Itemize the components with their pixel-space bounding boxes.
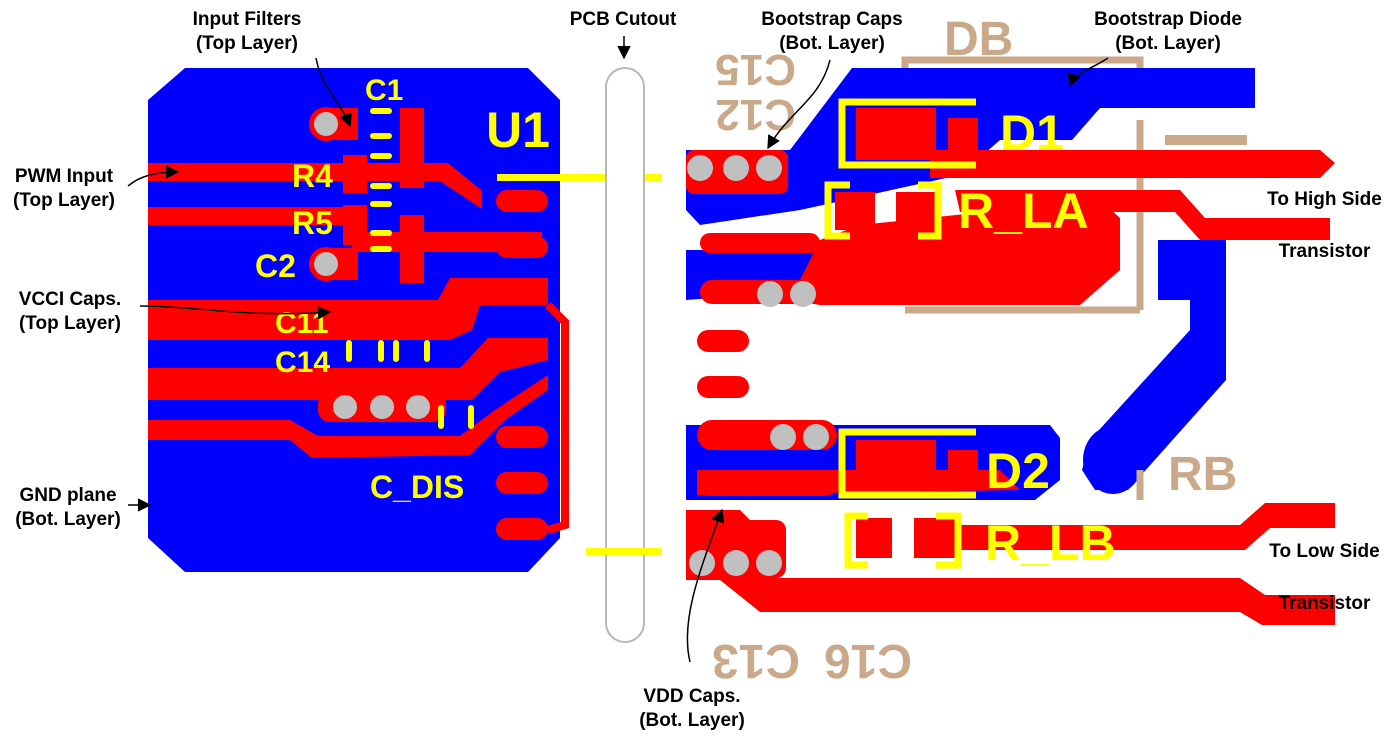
callout-to-low-side-line1: To Low Side	[1269, 541, 1380, 562]
callout-gnd-plane: GND plane (Bot. Layer)	[0, 484, 136, 532]
cutout-silk-line	[586, 548, 662, 555]
callout-gnd-plane-line2: (Bot. Layer)	[15, 509, 121, 530]
callout-to-low-side: To Low Side Transistor	[1250, 540, 1399, 616]
callout-pwm-input-line2: (Top Layer)	[12, 190, 116, 211]
pcb-cutout	[605, 67, 645, 643]
right-board	[686, 56, 1335, 625]
top-silkscreen-right	[824, 98, 976, 569]
silk-r-la: R_LA	[958, 183, 1089, 239]
bsilk-c12: C12	[715, 90, 796, 139]
leader-vcci-caps	[139, 305, 332, 320]
bsilk-c16: C16	[824, 634, 912, 687]
left-board	[148, 68, 662, 572]
callout-to-high-side-line2: Transistor	[1278, 241, 1371, 262]
callout-vcci-caps: VCCI Caps. (Top Layer)	[0, 288, 140, 336]
top-copper-left	[148, 107, 569, 540]
callout-vcci-caps-line1: VCCI Caps.	[18, 289, 122, 310]
callout-to-high-side-line1: To High Side	[1267, 189, 1382, 210]
leader-pwm-input	[127, 165, 180, 187]
callout-vdd-caps: VDD Caps. (Bot. Layer)	[612, 685, 772, 733]
callout-to-high-side: To High Side Transistor	[1250, 188, 1399, 264]
silk-d1: D1	[1000, 105, 1064, 161]
silk-c14: C14	[275, 346, 330, 379]
callout-pcb-cutout-line1: PCB Cutout	[569, 9, 677, 30]
silk-r4: R4	[292, 158, 333, 194]
bsilk-rb: RB	[1168, 448, 1237, 501]
right-vias	[687, 155, 829, 576]
bsilk-c15: C15	[715, 45, 796, 94]
callout-bootstrap-caps: Bootstrap Caps (Bot. Layer)	[752, 8, 912, 56]
callout-bootstrap-caps-line2: (Bot. Layer)	[779, 33, 885, 54]
callout-vdd-caps-line1: VDD Caps.	[643, 686, 741, 707]
callout-input-filters-line1: Input Filters	[192, 9, 302, 30]
leader-bootstrap-diode	[1067, 57, 1109, 88]
callout-to-low-side-line2: Transistor	[1278, 593, 1371, 614]
callout-vcci-caps-line2: (Top Layer)	[18, 313, 122, 334]
leader-bootstrap-caps	[767, 59, 831, 150]
leader-vdd-caps	[686, 508, 725, 663]
callout-pcb-cutout: PCB Cutout	[548, 8, 698, 32]
callout-gnd-plane-line1: GND plane	[19, 485, 117, 506]
callout-bootstrap-diode-line1: Bootstrap Diode	[1094, 9, 1242, 30]
callout-pwm-input: PWM Input (Top Layer)	[0, 165, 128, 213]
callout-pwm-input-line1: PWM Input	[14, 166, 114, 187]
callout-input-filters: Input Filters (Top Layer)	[168, 8, 326, 56]
bsilk-c13: C13	[712, 634, 800, 687]
bsilk-db: DB	[944, 13, 1013, 66]
silk-r-lb: R_LB	[985, 515, 1116, 571]
callout-input-filters-line2: (Top Layer)	[195, 33, 299, 54]
top-silkscreen-left	[346, 108, 662, 429]
callout-bootstrap-diode-line2: (Bot. Layer)	[1115, 33, 1221, 54]
silk-c1: C1	[365, 74, 403, 107]
silk-c-dis: C_DIS	[370, 469, 464, 505]
silk-r5: R5	[292, 205, 333, 241]
silk-u1: U1	[486, 102, 550, 158]
callout-vdd-caps-line2: (Bot. Layer)	[639, 710, 745, 731]
callout-bootstrap-caps-line1: Bootstrap Caps	[761, 9, 903, 30]
silk-d2: D2	[986, 443, 1050, 499]
left-vias	[314, 112, 430, 419]
leader-lines	[127, 36, 1109, 663]
callout-bootstrap-diode: Bootstrap Diode (Bot. Layer)	[1068, 8, 1268, 56]
silk-c2: C2	[255, 248, 296, 284]
leader-input-filters	[315, 57, 352, 128]
